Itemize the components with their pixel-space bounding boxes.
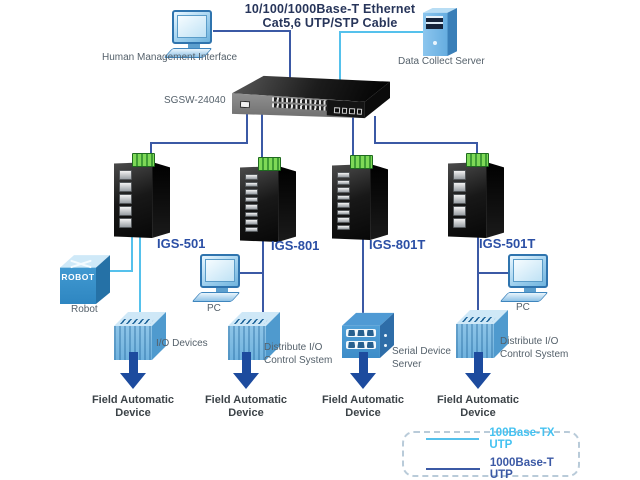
igs-switch-1-label: IGS-501	[157, 236, 206, 251]
terminal-block-icon	[258, 157, 281, 171]
core-switch-label: SGSW-24040	[164, 95, 226, 106]
igs-switch-4-label: IGS-501T	[479, 236, 536, 251]
diagram-title-line2: Cat5,6 UTP/STP Cable	[262, 16, 398, 30]
cable-switch-igs801t-vertical	[352, 114, 354, 168]
keyboard-icon	[499, 292, 549, 302]
monitor-icon	[508, 254, 548, 288]
terminal-block-icon	[466, 153, 489, 167]
distribute-io-1-label: Distribute I/O Control System	[264, 342, 333, 366]
igs-switch-1-icon	[114, 153, 170, 238]
cable-igs801-pc-branch	[232, 272, 264, 274]
core-switch-icon	[232, 74, 390, 122]
cable-switch-igs501t-drop	[374, 116, 376, 144]
keyboard-icon	[191, 292, 241, 302]
cable-igs501t-pc-branch	[477, 272, 509, 274]
legend-label-100base: 100Base-TX UTP	[489, 427, 555, 451]
terminal-block-icon	[350, 155, 373, 169]
cable-switch-igs801-vertical	[261, 114, 263, 172]
cable-server-horizontal	[339, 31, 425, 33]
distribute-io-2-label: Distribute I/O Control System	[500, 336, 569, 360]
legend-row-1000base: 1000Base-T UTP	[426, 457, 578, 480]
cable-hmi-vertical	[289, 30, 291, 82]
igs-switch-2-label: IGS-801	[271, 238, 320, 253]
down-arrow-icon	[233, 352, 259, 389]
igs-switch-2-icon	[240, 157, 296, 242]
pc1-label: PC	[207, 303, 221, 314]
distribute-io-2-icon	[456, 308, 508, 358]
cable-switch-igs501-horizontal	[150, 142, 248, 144]
pc2-icon	[499, 254, 554, 302]
console-port	[239, 100, 251, 109]
monitor-icon	[172, 10, 212, 44]
robot-icon: ROBOT	[60, 252, 110, 304]
cable-server-vertical	[339, 31, 341, 81]
cable-igs801t-serial-vertical	[362, 236, 364, 316]
data-collect-server-label: Data Collect Server	[398, 56, 485, 67]
cable-hmi-horizontal	[213, 30, 291, 32]
cable-igs501-robot-horizontal	[100, 270, 133, 272]
down-arrow-icon	[350, 352, 376, 389]
hmi-label: Human Management Interface	[102, 52, 238, 63]
hmi-computer-icon	[163, 10, 218, 58]
legend-row-100base: 100Base-TX UTP	[426, 427, 578, 451]
cable-igs501-robot-vertical	[131, 236, 133, 272]
serial-device-server-label: Serial Device Server	[392, 346, 451, 370]
legend-line-1000base	[426, 468, 480, 470]
pc1-icon	[191, 254, 246, 302]
robot-label: Robot	[71, 304, 98, 315]
cable-switch-igs501t-horizontal	[374, 142, 478, 144]
robot-face-text: ROBOT	[61, 272, 95, 282]
cable-igs501-io-vertical	[139, 236, 141, 314]
diagram-title-line1: 10/100/1000Base-T Ethernet	[244, 2, 416, 16]
cable-igs801-dist-vertical	[262, 236, 264, 314]
monitor-icon	[200, 254, 240, 288]
igs-switch-3-label: IGS-801T	[369, 237, 426, 252]
cable-switch-igs501-drop	[246, 114, 248, 144]
serial-device-server-icon	[342, 312, 394, 358]
igs-switch-3-icon	[332, 155, 388, 240]
legend: 100Base-TX UTP 1000Base-T UTP	[402, 427, 580, 480]
legend-line-100base	[426, 438, 480, 440]
terminal-block-icon	[132, 153, 155, 167]
down-arrow-icon	[120, 352, 146, 389]
legend-label-1000base: 1000Base-T UTP	[489, 457, 554, 480]
cable-igs501t-dist-vertical	[477, 236, 479, 312]
down-arrow-icon	[465, 352, 491, 389]
pc2-label: PC	[516, 302, 530, 313]
data-collect-server-icon	[423, 8, 457, 56]
io-devices-label: I/O Devices	[156, 338, 208, 349]
igs-switch-4-icon	[448, 153, 504, 238]
